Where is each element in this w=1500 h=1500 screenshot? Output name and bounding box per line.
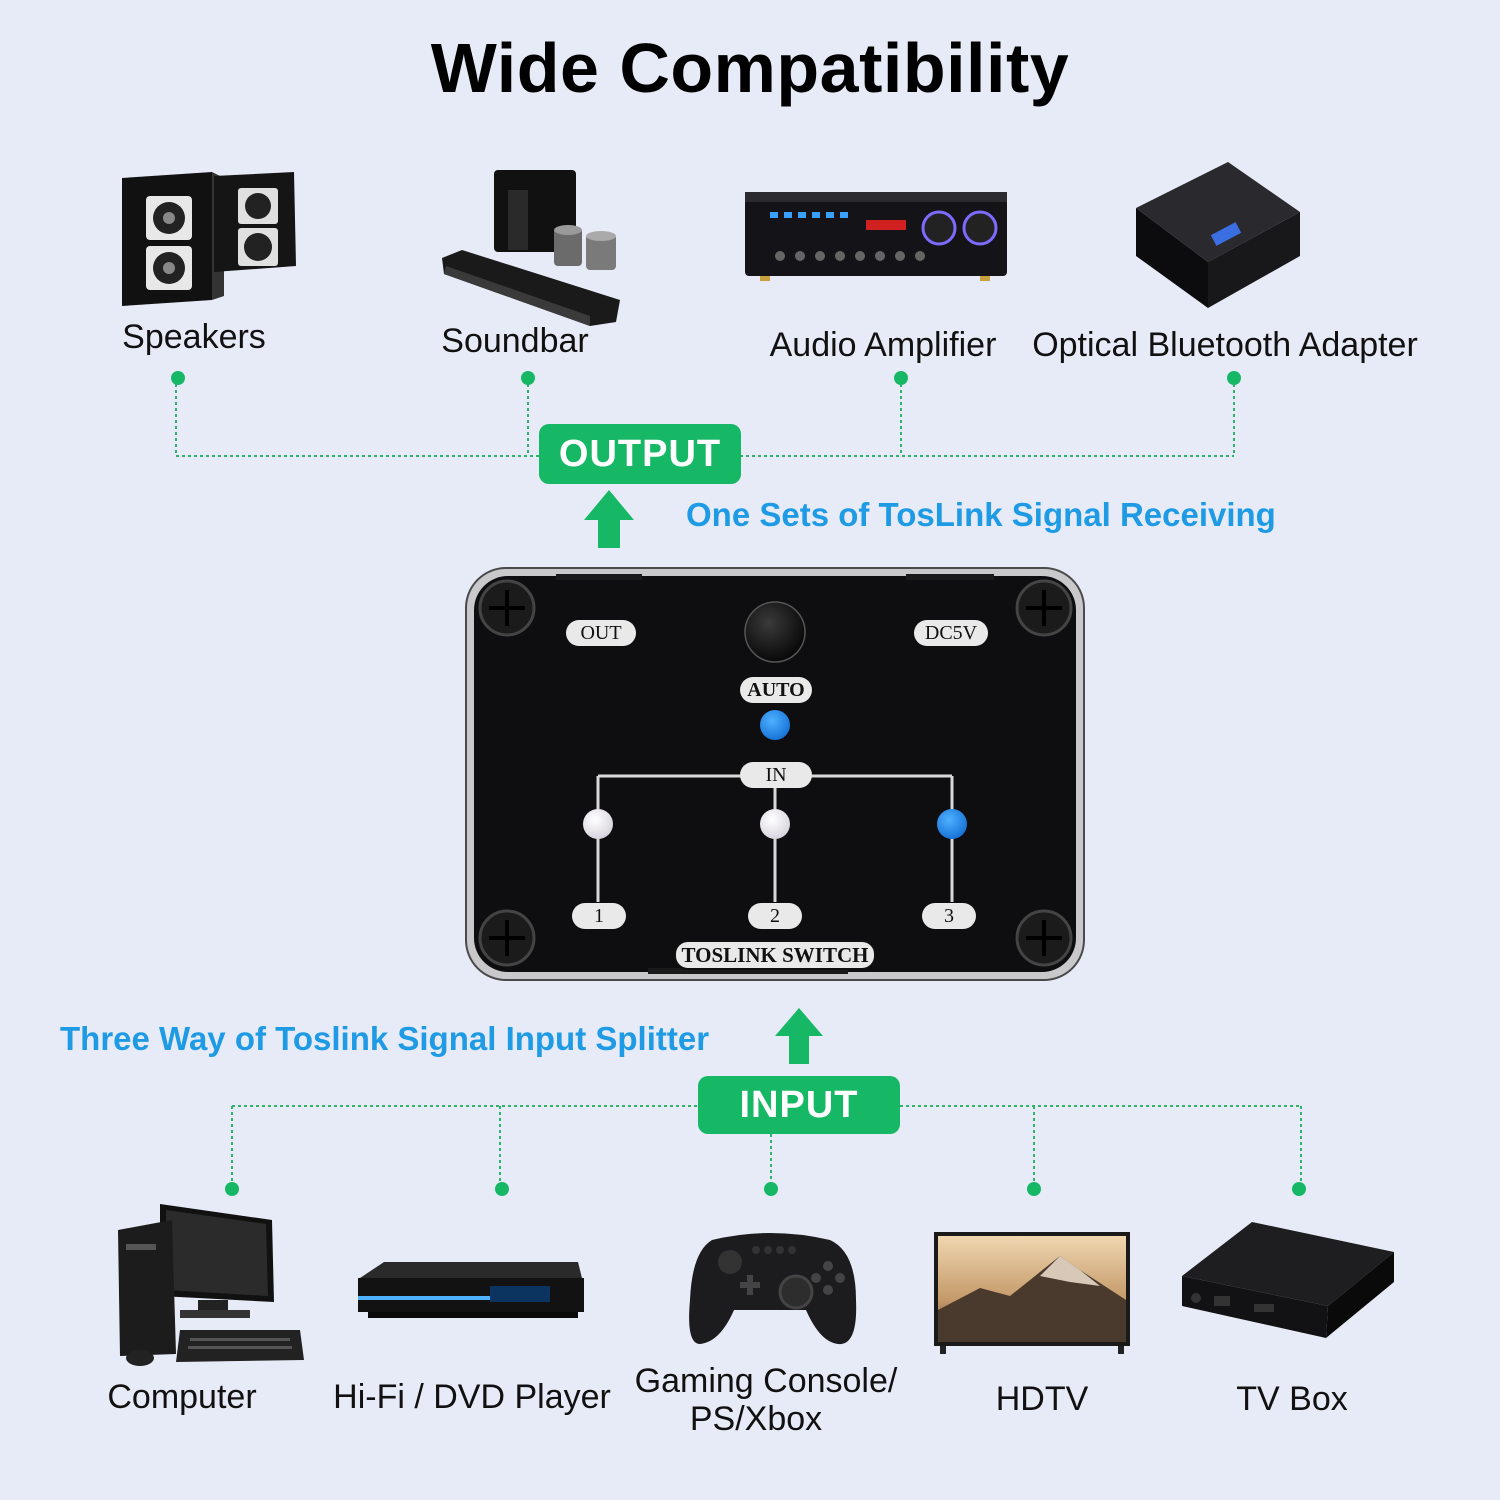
page-title: Wide Compatibility xyxy=(430,29,1070,107)
auto-led-icon xyxy=(760,710,790,740)
output-arrow-icon xyxy=(584,490,634,548)
computer-icon xyxy=(118,1204,304,1366)
output-label-speakers: Speakers xyxy=(122,318,266,356)
tv-icon xyxy=(934,1232,1130,1354)
output-caption: One Sets of TosLink Signal Receiving xyxy=(686,496,1276,533)
input-label-tv-box: TV Box xyxy=(1236,1380,1348,1418)
device-in-label: IN xyxy=(740,762,812,788)
device-auto-label: AUTO xyxy=(740,677,812,703)
device-port-1-label: 1 xyxy=(572,903,626,929)
input-dots xyxy=(225,1182,1306,1196)
input-label-gaming-console-line1: Gaming Console/ xyxy=(634,1362,898,1400)
device-name-plate: TOSLINK SWITCH xyxy=(674,940,876,970)
input-arrow-icon xyxy=(775,1008,823,1064)
input-label-computer: Computer xyxy=(107,1378,257,1416)
tv-box-icon xyxy=(1182,1222,1394,1338)
bluetooth-adapter-icon xyxy=(1136,162,1300,308)
output-label-amplifier: Audio Amplifier xyxy=(769,326,997,364)
speakers-icon xyxy=(122,172,296,306)
amplifier-icon xyxy=(745,192,1007,281)
device-port-2-label: 2 xyxy=(748,903,802,929)
device-port-3-label: 3 xyxy=(922,903,976,929)
input-badge: INPUT xyxy=(698,1076,900,1134)
auto-knob-icon xyxy=(744,601,806,663)
output-dots xyxy=(171,371,1241,385)
device-power-label: DC5V xyxy=(914,620,988,646)
output-label-bluetooth-adapter: Optical Bluetooth Adapter xyxy=(1032,326,1418,364)
input-connectors xyxy=(231,1105,1302,1188)
gamepad-icon xyxy=(689,1233,857,1345)
dvd-player-icon xyxy=(358,1262,584,1318)
soundbar-icon xyxy=(442,170,620,326)
output-badge: OUTPUT xyxy=(539,424,741,484)
output-label-soundbar: Soundbar xyxy=(441,322,589,360)
port-3-led-icon xyxy=(937,809,967,839)
input-label-gaming-console-line2: PS/Xbox xyxy=(689,1400,823,1438)
output-connectors xyxy=(175,378,1235,457)
port-1-led-icon xyxy=(583,809,613,839)
input-caption: Three Way of Toslink Signal Input Splitt… xyxy=(60,1020,710,1057)
input-label-hdtv: HDTV xyxy=(995,1380,1089,1418)
input-label-dvd-player: Hi-Fi / DVD Player xyxy=(333,1378,611,1416)
port-2-led-icon xyxy=(760,809,790,839)
device-out-label: OUT xyxy=(566,620,636,646)
